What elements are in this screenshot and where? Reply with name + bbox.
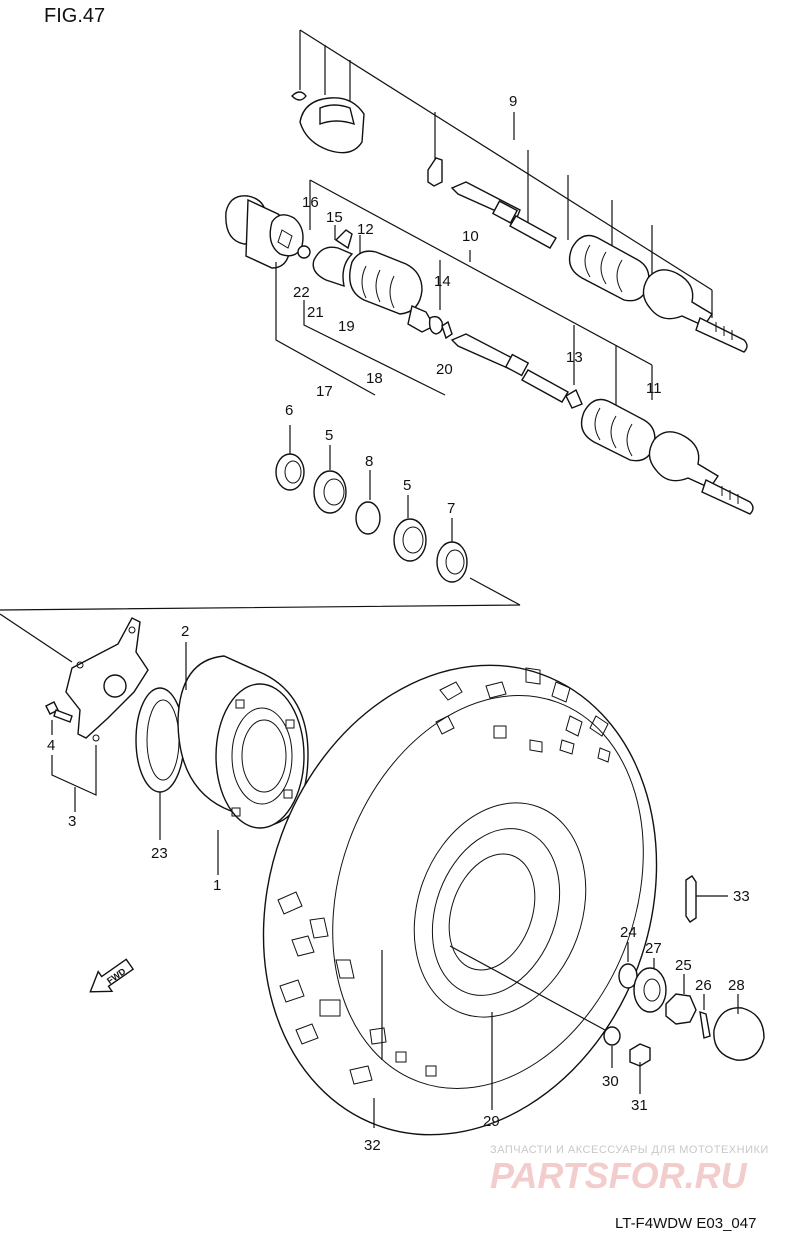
callout-2: 2 — [181, 623, 189, 640]
callout-17: 17 — [316, 383, 333, 400]
watermark-tagline: ЗАПЧАСТИ И АКСЕССУАРЫ ДЛЯ МОТОТЕХНИКИ — [490, 1144, 769, 1156]
callout-14: 14 — [434, 273, 451, 290]
callout-16: 16 — [302, 194, 319, 211]
callout-6: 6 — [285, 402, 293, 419]
callout-24: 24 — [620, 924, 637, 941]
figure-title: FIG.47 — [44, 5, 105, 27]
callout-26: 26 — [695, 977, 712, 994]
callout-27: 27 — [645, 940, 662, 957]
callout-21: 21 — [307, 304, 324, 321]
callout-9: 9 — [509, 93, 517, 110]
callout-13: 13 — [566, 349, 583, 366]
callout-5b: 5 — [403, 477, 411, 494]
callout-3: 3 — [68, 813, 76, 830]
callout-25: 25 — [675, 957, 692, 974]
callout-7: 7 — [447, 500, 455, 517]
fwd-arrow-icon: FWD — [89, 958, 135, 993]
callout-31: 31 — [631, 1097, 648, 1114]
callout-29: 29 — [483, 1113, 500, 1130]
bearings-seals — [275, 425, 468, 583]
callout-4: 4 — [47, 737, 55, 754]
callout-labels: 1 2 3 4 5 5 6 7 8 9 10 11 12 13 14 15 16… — [47, 93, 750, 1154]
callout-11: 11 — [646, 380, 662, 397]
drive-shaft-9 — [291, 29, 748, 353]
drawing-code: LT-F4WDW E03_047 — [615, 1215, 756, 1232]
callout-12: 12 — [357, 221, 374, 238]
callout-23: 23 — [151, 845, 168, 862]
callout-1: 1 — [213, 877, 221, 894]
callout-5a: 5 — [325, 427, 333, 444]
callout-20: 20 — [436, 361, 453, 378]
callout-32: 32 — [364, 1137, 381, 1154]
callout-19: 19 — [338, 318, 355, 335]
assembly-guide-line — [0, 577, 521, 611]
callout-22: 22 — [293, 284, 310, 301]
callout-30: 30 — [602, 1073, 619, 1090]
callout-28: 28 — [728, 977, 745, 994]
wheel-hardware — [603, 875, 765, 1094]
drive-shaft-10 — [225, 179, 754, 515]
callout-10: 10 — [462, 228, 479, 245]
tire-wheel — [262, 664, 658, 1136]
wheel-hub — [45, 617, 309, 875]
callout-15: 15 — [326, 209, 343, 226]
callout-33: 33 — [733, 888, 750, 905]
watermark-brand: PARTSFOR.RU — [490, 1155, 748, 1196]
callout-18: 18 — [366, 370, 383, 387]
callout-8: 8 — [365, 453, 373, 470]
